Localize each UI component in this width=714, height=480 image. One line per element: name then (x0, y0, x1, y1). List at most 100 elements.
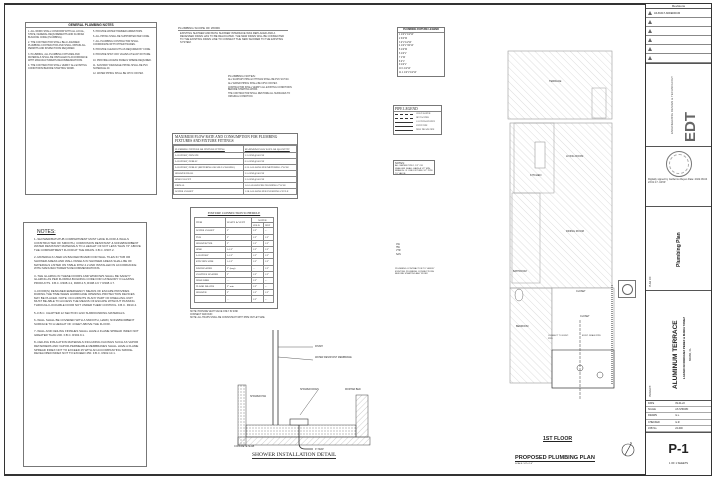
schedule-header-cold: COLD (250, 222, 264, 229)
fixture-legend-item: 10 1 1/2"W (399, 68, 411, 71)
general-note: 11. SANITARY DRAINAGE PIPING SHALL BE PV… (93, 63, 149, 70)
general-note: 10. PROVIDE ACCESS PANELS WHERE REQUIRED… (93, 58, 152, 62)
revision-triangle-icon (648, 47, 652, 51)
detail-label-finish: FINISH (315, 345, 323, 348)
floor-level-label: 1ST FLOOR (543, 436, 573, 442)
abbreviation: SAN (396, 253, 401, 256)
room-closet-2: CLOSET (580, 315, 590, 318)
pipe-legend-label: NEW DRAIN PIPE (416, 128, 435, 131)
general-note: 2. THE CONTRACTOR SHALL BE A LICENSED PL… (28, 41, 86, 51)
general-note: 1. ALL WORK SHALL CONFORM WITH ALL LOCAL… (28, 30, 85, 40)
abbreviation: CW (396, 244, 400, 246)
info-label: CHECKED (648, 420, 660, 424)
pipe-legend-label: CAST DRAIN PIPE (416, 120, 435, 123)
connect-note: CONNECT TO EXIST. PIPE (548, 335, 569, 340)
info-row: DRAWN G.L. (646, 413, 711, 420)
pipe-legend-label: VENT PIPE (416, 124, 428, 127)
plumbing-notes-title: PLUMBING NOTES: (228, 74, 256, 78)
fixture-legend-item: 11 1 1/2"V 1/2"W (399, 71, 417, 74)
note-item: 1.-SHOWER/BATHTUB COMPARTMENT MUST HAVE … (34, 237, 141, 252)
small-notes-text: ALL WATER PIPE 1 1/2" OR SMALLER SHALL H… (395, 165, 433, 175)
revision-triangle-icon (648, 56, 652, 60)
plumbing-note: ALL WATER PIPING SHALL BE CPVC OR PEX. (228, 82, 278, 85)
flow-table-cell: 1.28 GALLONS PER FLUSHING CYCLE (242, 188, 298, 195)
pipe-legend-item: CAST DRAIN PIPE (395, 121, 440, 125)
notes-title: NOTES: (37, 229, 56, 235)
fixture-legend-item: 6 1/2"V (399, 52, 407, 55)
note-item: 3.-THE GLAZING IN THESE DOORS AND WINDOW… (34, 273, 135, 285)
pipe-line-sample (395, 118, 413, 120)
schedule-header-hot: HOT (262, 222, 275, 229)
revision-triangle-icon (648, 38, 652, 42)
fixture-legend-title: PLUMBING FIXTURE LEGEND (398, 28, 444, 33)
detail-label-ptrap: P-TRAP (315, 448, 324, 451)
revision-triangle-icon (648, 29, 652, 33)
room-terrace: TERRACE (549, 80, 562, 83)
firm-name: EDT (682, 112, 699, 142)
info-value: G.L. (675, 414, 680, 418)
detail-label-membrane: WATER RESISTANT MEMBRANE (315, 356, 352, 359)
info-value: AS SHOWN (675, 408, 689, 412)
general-note: 12. WATER PIPING SHALL BE CPVC OR PEX. (93, 71, 144, 75)
revisions-title: Revisions (646, 4, 711, 9)
pipe-legend-label: HOT WATER (416, 117, 429, 120)
schedule-header-waste: WASTE & VENT (224, 216, 252, 229)
digital-signature: Digitally signed by Guillermo Reyes Date… (648, 178, 708, 184)
info-label: JOB No. (648, 426, 658, 430)
shower-installation-detail-drawing (237, 330, 371, 450)
water-pipe-notes: NOTES: ALL WATER PIPE 1 1/2" OR SMALLER … (393, 160, 435, 175)
project-owner: LAZARO RODRIGUEZ PEREZ & MARIA YANEZ (682, 317, 686, 379)
detail-label-slab: CONCRETE SLAB (234, 445, 255, 448)
schedule-header-item: ITEM (194, 216, 226, 229)
pipe-legend-item: NEW DRAIN PIPE (395, 128, 440, 132)
project-address: MIAMI, FL (688, 348, 692, 361)
floor-plan-drawing (507, 50, 615, 400)
schedule-footnote: CONNECT AND RUN (190, 313, 213, 316)
drawing-border-bottom (4, 474, 645, 476)
plumbing-note: CONTRACTOR SHALL VERIFY ALL EXISTING CON… (228, 86, 292, 92)
fixture-legend-item: 3 2"V 1/2"W (399, 41, 412, 44)
schedule-footnote: NOTE: ALL TRAPS SHALL BE CONSISTENT WITH… (190, 316, 266, 319)
info-value: 09-04-22 (675, 402, 685, 406)
drain-note: EXIST. DRAIN PIPE (582, 335, 601, 337)
info-row: JOB No.22-000 (646, 426, 711, 432)
info-label: SCALE (648, 408, 656, 412)
note-item: 8.-CEILING INSULATION MATERIALS INCLUDIN… (34, 340, 139, 356)
callout-note: PLUMBING CONTRACTOR TO VERIFY EXISTING P… (395, 268, 435, 276)
general-note: 6. ALL PIPING SHALL BE SUPPORTED PER COD… (93, 35, 150, 39)
room-dining: DINING ROOM (566, 230, 584, 233)
schedule-title: FIXTURE CONNECTION SCHEDULE (207, 211, 261, 215)
engineer-seal: Digitally signed by Guillermo Reyes Date… (646, 147, 711, 207)
plumbing-scope-of-work: PLUMBING SCOPE OF WORK EXISTING SHOWER A… (178, 26, 288, 51)
general-plumbing-notes: GENERAL PLUMBING NOTES 1. ALL WORK SHALL… (25, 22, 157, 195)
fixture-legend-item: 9 1/2"V (399, 64, 407, 67)
note-item: 5.-F.B.C. CHAPTER 12 SECTION 1210 SURROU… (34, 310, 126, 315)
room-closet: CLOSET (576, 290, 586, 293)
title-block: Revisions AS-BUILT ADDENDUM ENGINEERING … (645, 3, 712, 476)
pipe-legend-title: PIPE LEGEND (394, 106, 441, 112)
detail-label-drain: SHOWER DRAIN (300, 388, 319, 391)
plumbing-note: THE CONTRACTOR SHALL RESTORE ALL SURFACE… (228, 93, 291, 99)
info-label: DRAWN (648, 414, 657, 418)
firm-logo: ENGINEERING DESIGN & TECHNOLOGY EDT (646, 64, 711, 147)
fixture-legend-item: 1 1/2"V 1/2"W (399, 34, 414, 36)
project-name: ALUMINUM TERRACE (672, 320, 679, 389)
drawing-border-left (4, 3, 5, 476)
scope-text: EXISTING SHOWER AND BATH SHOWER INTERFAC… (180, 32, 285, 45)
revision-row (646, 27, 711, 36)
fixture-legend-item: 2 3/4"W (399, 37, 408, 40)
general-note: 5. PROVIDE WATER HAMMER ARRESTORS. (93, 30, 143, 33)
svg-text:N: N (630, 441, 632, 445)
revision-triangle-icon (648, 20, 652, 24)
schedule-cell: - - (262, 295, 275, 303)
revision-triangle-icon (648, 11, 652, 15)
note-item: 6.-WALL SHALL BE COVERED WITH A SMOOTH, … (34, 318, 135, 326)
room-bathroom: BATHROOM (513, 270, 527, 273)
fixture-legend-item: 4 1/2"V 3/4"W (399, 45, 414, 48)
plumbing-note: ALL SANITARY PIPE & FITTINGS SHALL BE PV… (228, 79, 290, 82)
shower-detail-title: SHOWER INSTALLATION DETAIL (252, 452, 337, 459)
plan-title: PROPOSED PLUMBING PLAN (515, 455, 595, 462)
